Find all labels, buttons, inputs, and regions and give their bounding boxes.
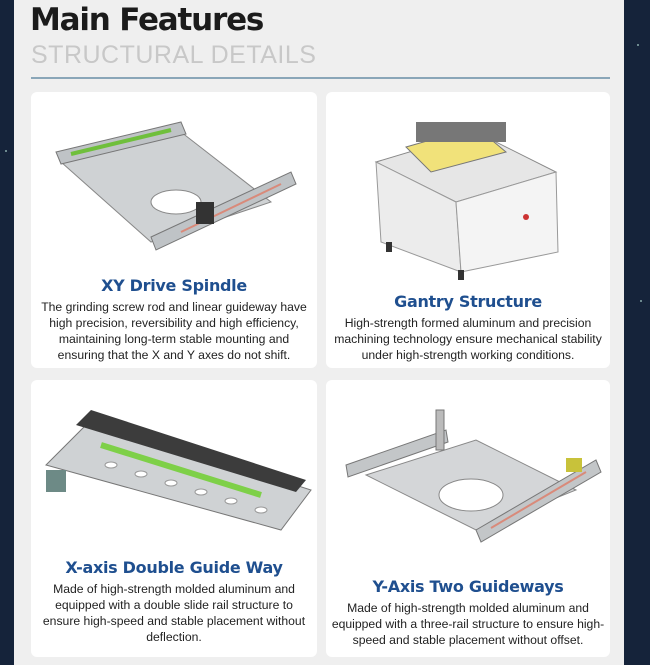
xy-drive-spindle-illustration (55, 121, 297, 251)
gantry-structure-illustration (374, 122, 559, 280)
feature-card-y-axis-two-guideways: Y-Axis Two Guideways Made of high-streng… (326, 380, 610, 657)
star-decoration (640, 300, 642, 302)
feature-description: High-strength formed aluminum and precis… (334, 316, 602, 362)
feature-title: Y-Axis Two Guideways (372, 577, 564, 596)
y-axis-guideways-illustration (345, 409, 602, 543)
x-axis-guide-way-illustration (45, 410, 312, 531)
feature-description: Made of high-strength molded aluminum an… (331, 601, 605, 647)
feature-title: XY Drive Spindle (101, 276, 247, 295)
star-decoration (5, 150, 7, 152)
star-decoration (637, 44, 639, 46)
feature-title: Gantry Structure (394, 292, 542, 311)
feature-card-xy-drive-spindle: XY Drive Spindle The grinding screw rod … (31, 92, 317, 368)
divider (31, 77, 610, 79)
feature-description: The grinding screw rod and linear guidew… (41, 300, 307, 362)
page-subtitle: STRUCTURAL DETAILS (31, 41, 317, 69)
feature-card-x-axis-double-guide-way: X-axis Double Guide Way Made of high-str… (31, 380, 317, 657)
page-title: Main Features (30, 2, 264, 38)
feature-title: X-axis Double Guide Way (65, 558, 283, 577)
feature-card-gantry-structure: Gantry Structure High-strength formed al… (326, 92, 610, 368)
feature-description: Made of high-strength molded aluminum an… (42, 582, 306, 644)
